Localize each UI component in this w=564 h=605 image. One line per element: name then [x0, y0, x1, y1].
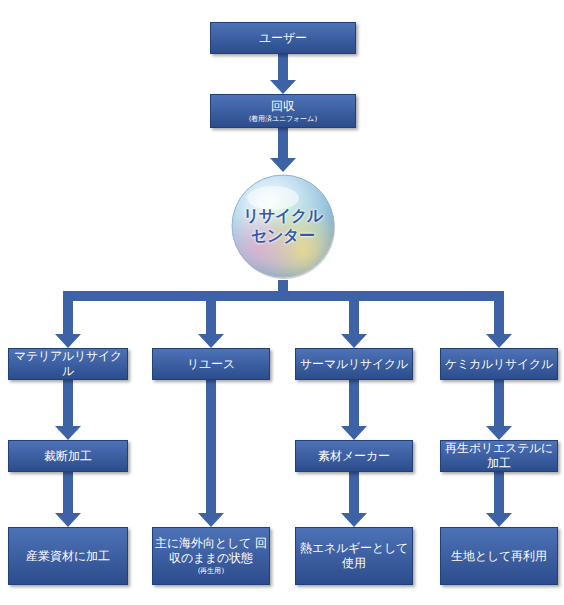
arrow-head: [341, 426, 367, 440]
process-box: ケミカルリサイクル: [440, 348, 558, 380]
arrow-shaft: [349, 472, 359, 515]
arrow-head: [55, 513, 81, 527]
node-label: 回収: [271, 99, 295, 114]
node-label: 素材メーカー: [318, 449, 390, 464]
node-label: ケミカルリサイクル: [445, 357, 553, 372]
flow-arrow: [55, 380, 81, 440]
flow-arrow: [270, 54, 296, 94]
process-box: マテリアルリサイクル: [8, 348, 128, 380]
arrow-shaft: [494, 472, 504, 515]
node-subtext: (再生用): [198, 566, 224, 576]
process-box: 回収(着用済ユニフォーム): [210, 94, 356, 128]
arrow-shaft: [63, 472, 73, 515]
arrow-shaft: [283, 280, 354, 336]
node-label: リユース: [187, 357, 235, 372]
process-box: 素材メーカー: [295, 440, 413, 472]
node-label: 熱エネルギーとして 使用: [296, 541, 412, 571]
arrow-head: [198, 513, 224, 527]
flow-arrow: [283, 280, 367, 348]
arrow-shaft: [494, 380, 504, 428]
arrow-head: [270, 158, 296, 172]
arrow-head: [341, 334, 367, 348]
process-box: 生地として再利用: [440, 527, 558, 585]
flow-arrow: [486, 380, 512, 440]
process-box: 主に海外向として 回収のままの状態(再生用): [152, 527, 270, 585]
arrow-head: [486, 513, 512, 527]
node-label: リサイクル センター: [238, 206, 328, 246]
process-box: リユース: [152, 348, 270, 380]
arrow-shaft: [349, 380, 359, 428]
node-subtext: (着用済ユニフォーム): [249, 114, 317, 124]
center-circle: リサイクル センター: [229, 172, 337, 280]
flow-arrow: [55, 280, 283, 348]
node-label: 裁断加工: [44, 449, 92, 464]
node-label: 主に海外向として 回収のままの状態: [153, 536, 269, 566]
arrow-shaft: [206, 380, 216, 515]
arrow-head: [198, 334, 224, 348]
arrow-shaft: [278, 128, 288, 160]
node-label: 生地として再利用: [451, 549, 547, 564]
arrow-head: [486, 334, 512, 348]
arrow-shaft: [283, 280, 499, 336]
arrow-head: [55, 334, 81, 348]
arrow-shaft: [211, 280, 283, 336]
process-box: 産業資材に加工: [8, 527, 128, 585]
node-label: マテリアルリサイクル: [9, 349, 127, 379]
flow-arrow: [283, 280, 512, 348]
process-box: 裁断加工: [8, 440, 128, 472]
arrow-head: [270, 80, 296, 94]
arrow-shaft: [63, 380, 73, 428]
arrow-head: [341, 513, 367, 527]
process-box: サーマルリサイクル: [295, 348, 413, 380]
arrow-shaft: [68, 280, 283, 336]
arrow-shaft: [278, 54, 288, 82]
flow-arrow: [198, 280, 283, 348]
arrow-head: [486, 426, 512, 440]
flow-arrow: [55, 472, 81, 527]
node-label: ユーザー: [259, 31, 307, 46]
process-box: 熱エネルギーとして 使用: [295, 527, 413, 585]
node-label: サーマルリサイクル: [300, 357, 408, 372]
flow-arrow: [198, 380, 224, 527]
flow-arrow: [341, 472, 367, 527]
node-label: 産業資材に加工: [26, 549, 110, 564]
flow-arrow: [486, 472, 512, 527]
process-box: 再生ポリエステルに加工: [440, 440, 558, 472]
node-label: 再生ポリエステルに加工: [441, 441, 557, 471]
process-box: ユーザー: [210, 22, 356, 54]
arrow-head: [55, 426, 81, 440]
flow-arrow: [270, 128, 296, 172]
flow-arrow: [341, 380, 367, 440]
